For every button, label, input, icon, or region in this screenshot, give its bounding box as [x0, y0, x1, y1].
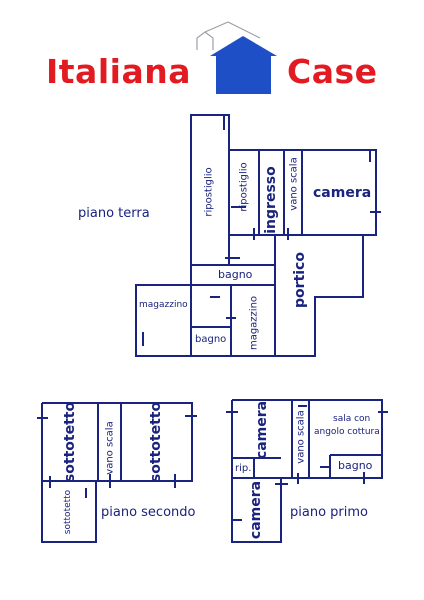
- room-sottotetto-3: sottotetto: [63, 489, 73, 535]
- room-ingresso: ingresso: [263, 166, 279, 234]
- room-sala-line-2: angolo cottura: [314, 427, 380, 437]
- room-bagno-ground-2: bagno: [195, 334, 227, 345]
- room-vano-scala-second: vano scala: [104, 421, 116, 475]
- logo-word-italiana: Italiana: [46, 52, 191, 91]
- room-camera-first-2: camera: [248, 480, 264, 540]
- logo: [0, 20, 424, 100]
- room-camera-ground: camera: [313, 185, 372, 201]
- room-ripostiglio-2: ripostiglio: [238, 162, 250, 212]
- room-bagno-first: bagno: [338, 459, 373, 472]
- house-icon: [196, 21, 277, 94]
- first-floor-title: piano primo: [290, 505, 368, 520]
- ground-floor-walls: [135, 114, 381, 357]
- room-bagno-ground-1: bagno: [218, 268, 253, 281]
- first-floor-walls: [226, 399, 388, 543]
- logo-word-case: Case: [287, 52, 378, 91]
- room-ripostiglio-1: ripostiglio: [203, 167, 215, 217]
- room-vano-scala-first: vano scala: [295, 410, 307, 464]
- room-camera-first-1: camera: [254, 400, 270, 460]
- room-magazzino-1: magazzino: [139, 300, 188, 310]
- room-sala-line-1: sala con: [333, 414, 371, 424]
- second-floor-walls: [37, 402, 197, 543]
- ground-floor-title: piano terra: [78, 206, 150, 221]
- room-vano-scala-ground: vano scala: [288, 157, 300, 211]
- second-floor-title: piano secondo: [101, 505, 196, 520]
- room-rip: rip.: [235, 463, 252, 474]
- room-portico: portico: [292, 252, 308, 308]
- room-sottotetto-1: sottotetto: [62, 401, 78, 483]
- room-magazzino-2: magazzino: [248, 295, 260, 351]
- room-sottotetto-2: sottotetto: [148, 401, 164, 483]
